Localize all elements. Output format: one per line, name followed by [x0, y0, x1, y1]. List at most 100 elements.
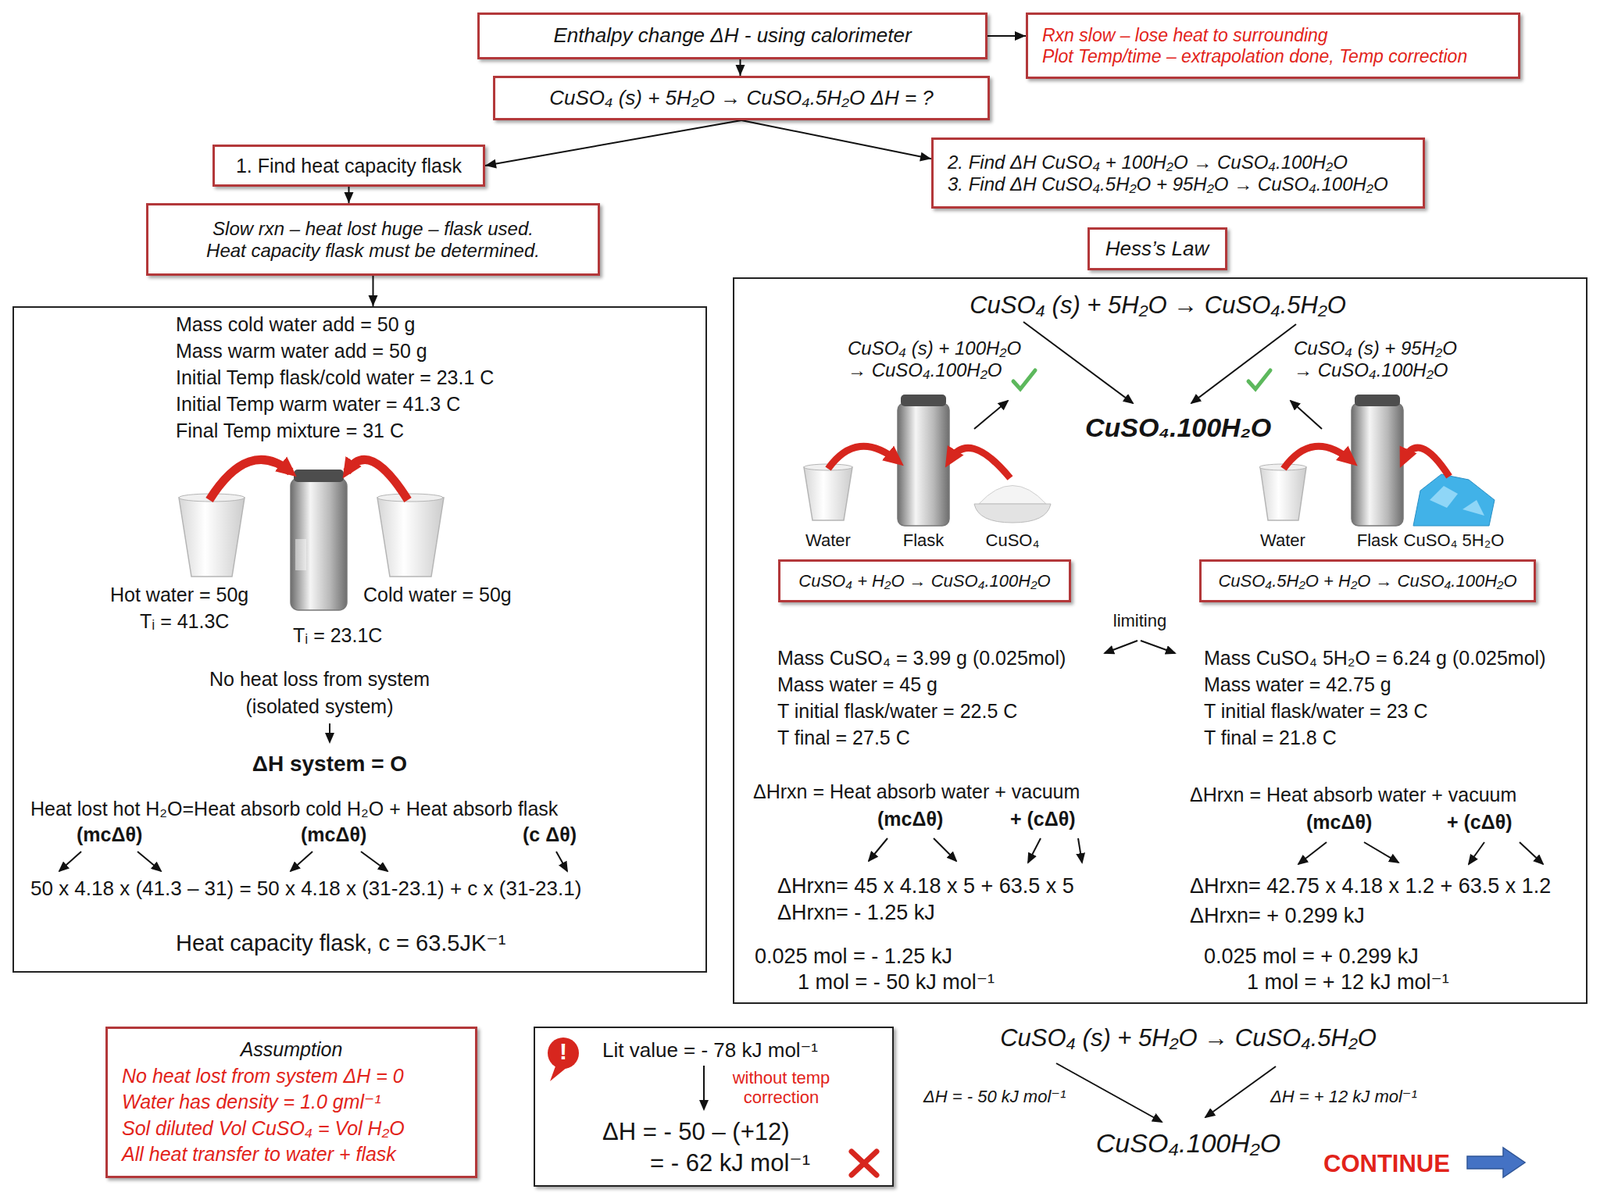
check-mark	[1248, 370, 1271, 390]
panel-text: Mass water = 45 g	[777, 673, 938, 697]
heading-box: Hess’s Law	[1087, 227, 1228, 271]
box-text: CuSO₄ (s) + 5H₂O → CuSO₄.5H₂O ΔH = ?	[549, 86, 934, 111]
note-box: Rxn slow – lose heat to surroundingPlot …	[1025, 12, 1521, 79]
flask-shine	[295, 539, 307, 571]
panel-text: 0.025 mol = - 1.25 kJ	[754, 944, 953, 969]
panel-text: ΔHrxn = Heat absorb water + vacuum	[753, 780, 1080, 804]
panel-text: Initial Temp warm water = 41.3 C	[175, 392, 461, 416]
box-text: Sol diluted Vol CuSO₄ = Vol H₂O	[121, 1115, 405, 1143]
down-arrow	[703, 1065, 705, 1110]
connector-arrow	[485, 120, 742, 168]
panel-text: !	[559, 1038, 568, 1066]
reaction-box: CuSO₄.5H₂O + H₂O → CuSO₄.100H₂O	[1199, 559, 1536, 603]
panel-text: ΔHrxn = Heat absorb water + vacuum	[1189, 783, 1517, 807]
term-arrow	[1519, 842, 1543, 865]
panel-text: T final = 21.8 C	[1203, 726, 1337, 750]
box-text: CuSO₄.5H₂O + H₂O → CuSO₄.100H₂O	[1217, 571, 1517, 591]
panel-text: Heat capacity flask, c = 63.5JK⁻¹	[175, 930, 506, 957]
arrow-head	[485, 159, 497, 169]
term-arrow	[1078, 838, 1083, 863]
connector-arrow	[344, 186, 354, 204]
crystal-shine	[1429, 485, 1458, 508]
panel-text: (mcΔθ)	[300, 823, 367, 847]
cross-stroke	[851, 1151, 877, 1175]
panel-text: ΔH system = O	[252, 751, 408, 777]
connector-line	[741, 120, 932, 159]
term-arrow	[868, 838, 888, 861]
cross-stroke	[851, 1151, 877, 1175]
connector-arrow	[735, 59, 746, 76]
arrow-head	[735, 64, 746, 76]
box-text: Heat capacity flask must be determined.	[206, 239, 540, 262]
cup-body	[377, 497, 444, 577]
cup-body	[178, 497, 245, 577]
panel-text: CuSO₄ (s) + 95H₂O → CuSO₄.100H₂O	[1293, 337, 1513, 381]
box-text: Plot Temp/time – extrapolation done, Tem…	[1042, 46, 1468, 67]
box-text: Assumption	[240, 1036, 343, 1064]
flask-body	[290, 478, 347, 611]
box-text: 3. Find ΔH CuSO₄.5H₂O + 95H₂O → CuSO₄.10…	[947, 173, 1389, 196]
panel-text: CuSO₄ (s) + 100H₂O → CuSO₄.100H₂O	[847, 337, 1067, 381]
powder-bowl	[974, 485, 1051, 524]
arrow-head	[1014, 31, 1026, 41]
panel-text: 0.025 mol = + 0.299 kJ	[1203, 944, 1419, 969]
panel-text: ΔHrxn= - 1.25 kJ	[777, 900, 936, 925]
box-text: Water has density = 1.0 gml⁻¹	[121, 1089, 382, 1116]
panel-text: = - 62 kJ mol⁻¹	[650, 1149, 811, 1178]
arrow-head	[919, 152, 932, 162]
term-arrow	[137, 851, 161, 872]
down-arrow	[328, 723, 331, 743]
term-arrow	[556, 851, 568, 872]
box-text: Rxn slow – lose heat to surrounding	[1042, 25, 1329, 46]
panel-text: 1 mol = + 12 kJ mol⁻¹	[1246, 970, 1450, 995]
panel-text: 1 mol = - 50 kJ mol⁻¹	[797, 970, 995, 995]
panel-text: ΔHrxn= + 0.299 kJ	[1189, 903, 1365, 929]
term-arrow	[933, 838, 957, 861]
cycle-arrow	[1056, 1063, 1162, 1122]
cycle-arrow	[1205, 1066, 1276, 1118]
crystal-pile	[1413, 474, 1495, 526]
reaction-box: CuSO₄ + H₂O → CuSO₄.100H₂O	[778, 559, 1072, 603]
flask-lid	[293, 469, 344, 483]
arrow-head	[368, 295, 379, 307]
flask-lid	[900, 394, 947, 407]
bowl	[974, 503, 1051, 523]
panel-text: Heat lost hot H₂O=Heat absorb cold H₂O +…	[30, 797, 558, 821]
panel-text: Water	[805, 530, 851, 550]
box-text: No heat lost from system ΔH = 0	[121, 1063, 404, 1090]
term-arrows	[59, 851, 568, 872]
flask-body	[1351, 403, 1404, 526]
powder	[978, 485, 1047, 505]
panel-text: Initial Temp flask/cold water = 23.1 C	[175, 366, 494, 390]
flask-body	[897, 403, 950, 526]
term-arrow	[1364, 842, 1399, 863]
step-box: 2. Find ΔH CuSO₄ + 100H₂O → CuSO₄.100H₂O…	[931, 137, 1425, 209]
panel-text: + (cΔθ)	[1010, 807, 1076, 831]
foam-cup	[377, 493, 444, 577]
product-arrow	[1290, 400, 1322, 429]
term-arrow	[290, 851, 313, 872]
pour-arrow	[209, 459, 291, 500]
panel-text: ΔHrxn= 45 x 4.18 x 5 + 63.5 x 5	[777, 874, 1075, 899]
panel-text: Mass CuSO₄ = 3.99 g (0.025mol)	[777, 646, 1066, 670]
flask-lid	[1354, 394, 1400, 407]
cycle-arrow	[1023, 321, 1133, 404]
limiting-arrow	[1104, 640, 1138, 654]
panel-text: Mass warm water add = 50 g	[175, 339, 428, 363]
panel-text: (mcΔθ)	[1306, 810, 1372, 834]
box-text: Hess’s Law	[1105, 237, 1209, 261]
panel-text: + (cΔθ)	[1446, 810, 1513, 834]
panel-text: limiting	[1113, 610, 1167, 631]
calorimetry-panel: Mass cold water add = 50 gMass warm wate…	[12, 306, 708, 973]
foam-cup	[1259, 464, 1307, 521]
connector-arrow	[368, 275, 379, 307]
connector-arrow	[741, 120, 932, 161]
connector-line	[485, 120, 742, 166]
panel-text: CuSO₄.100H₂O	[1085, 412, 1272, 443]
foam-cup	[803, 464, 853, 521]
bubble	[547, 1037, 579, 1069]
box-text: All heat transfer to water + flask	[121, 1141, 397, 1168]
free-label: CONTINUE	[1323, 1150, 1450, 1179]
panel-text: 50 x 4.18 x (41.3 – 31) = 50 x 4.18 x (3…	[30, 877, 582, 901]
